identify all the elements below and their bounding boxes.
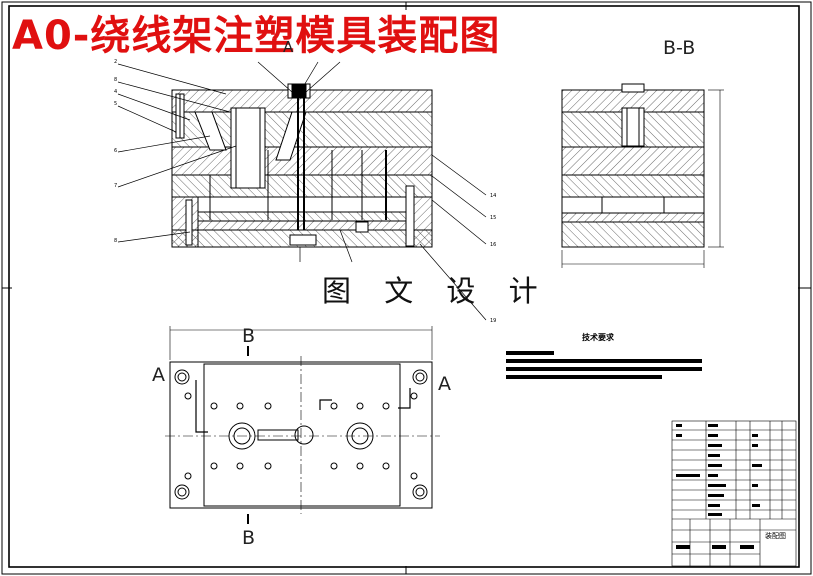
leader-lines-left [117,61,487,321]
svg-text:4: 4 [114,89,117,95]
svg-text:6: 6 [114,148,117,154]
svg-text:5: 5 [114,101,117,107]
section-b-bottom-label: B [242,527,256,549]
title-block-name: 装配图 [765,532,786,540]
svg-text:16: 16 [490,242,496,248]
svg-text:2: 2 [114,59,117,65]
svg-text:8: 8 [114,77,117,83]
section-view-bb [561,83,705,248]
plan-view [165,326,440,524]
svg-text:14: 14 [490,193,496,199]
tech-requirements-lines [506,351,702,379]
section-aa-label: A [283,38,294,56]
title-block-fills [676,424,762,549]
svg-text:15: 15 [490,215,496,221]
drawing-title: A0-绕线架注塑模具装配图 [12,13,501,59]
svg-text:8: 8 [114,238,117,244]
section-a-right-label: A [438,373,451,395]
bb-dimensions [561,89,724,268]
section-view-aa [171,83,433,248]
title-block [671,420,797,567]
section-bb-label: B-B [663,37,696,59]
part-balloons: 2 8 4 5 6 7 8 14 15 16 19 [114,59,496,324]
svg-text:19: 19 [490,318,496,324]
section-a-left-label: A [152,364,165,386]
section-b-top-label: B [242,325,256,347]
tech-requirements-title: 技术要求 [582,333,614,342]
svg-text:7: 7 [114,183,117,189]
watermark-text: 图 文 设 计 [322,274,550,308]
inner-border [8,5,800,568]
